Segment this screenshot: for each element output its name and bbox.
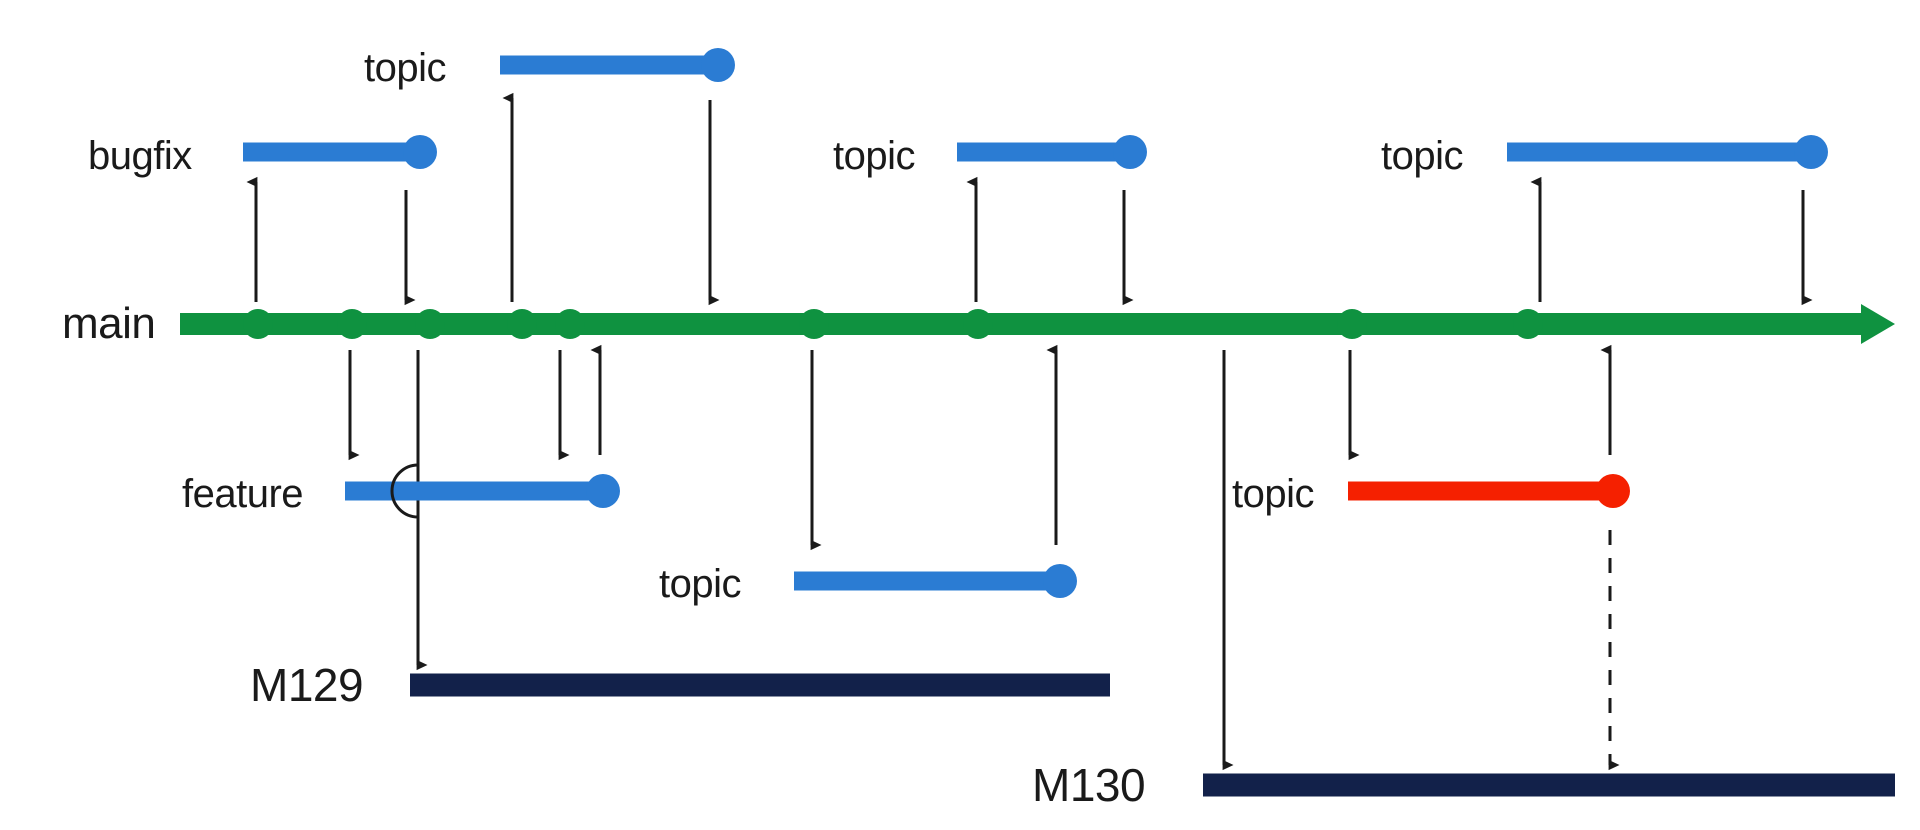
main-commit-dot — [963, 309, 993, 339]
branch-topic-red-reverted — [1348, 474, 1630, 508]
branch-bar-topic-right-upper — [1507, 142, 1811, 162]
main-branch-layer — [180, 304, 1895, 344]
branch-tip-topic-red-reverted — [1596, 474, 1630, 508]
hop-layer — [390, 463, 419, 519]
milestone-label-M130: M130 — [1032, 759, 1146, 811]
branch-bar-topic-top — [500, 55, 718, 75]
branch-bugfix — [243, 135, 437, 169]
milestone-bar-M129 — [410, 673, 1110, 697]
main-branch-line — [180, 313, 1861, 335]
branch-tip-topic-right-upper — [1794, 135, 1828, 169]
main-branch-arrowhead — [1861, 304, 1895, 344]
branch-tip-topic-mid-upper — [1113, 135, 1147, 169]
branch-feature — [345, 474, 620, 508]
branch-topic-mid-lower — [794, 564, 1077, 598]
branch-tip-feature — [586, 474, 620, 508]
branch-bar-feature — [345, 481, 603, 501]
branch-label-topic-right-upper: topic — [1381, 134, 1464, 178]
branch-tip-topic-mid-lower — [1043, 564, 1077, 598]
branch-bar-topic-mid-lower — [794, 571, 1060, 591]
main-commit-dot — [1513, 309, 1543, 339]
branch-label-feature: feature — [182, 472, 304, 516]
main-commit-dot — [243, 309, 273, 339]
branch-label-topic-top: topic — [364, 46, 447, 90]
branch-bar-bugfix — [243, 142, 420, 162]
branch-topic-mid-upper — [957, 135, 1147, 169]
milestone-layer — [410, 673, 1895, 797]
branch-bar-topic-mid-upper — [957, 142, 1130, 162]
branch-layer — [243, 48, 1828, 598]
branch-bar-topic-red-reverted — [1348, 481, 1613, 501]
main-commit-dot — [415, 309, 445, 339]
branch-tip-bugfix — [403, 135, 437, 169]
branch-label-topic-red-reverted: topic — [1232, 472, 1315, 516]
branch-label-topic-mid-upper: topic — [833, 134, 916, 178]
main-commit-dot — [555, 309, 585, 339]
arrow-layer — [246, 92, 1813, 771]
milestone-bar-M130 — [1203, 773, 1895, 797]
line-hop-hop1 — [390, 463, 419, 519]
branch-topic-top — [500, 48, 735, 82]
branch-tip-topic-top — [701, 48, 735, 82]
main-branch — [180, 304, 1895, 344]
main-commit-dot — [1337, 309, 1367, 339]
branch-topic-right-upper — [1507, 135, 1828, 169]
main-commit-dot — [337, 309, 367, 339]
main-branch-label: main — [62, 299, 156, 348]
milestone-label-M129: M129 — [250, 659, 364, 711]
branch-label-bugfix: bugfix — [88, 134, 192, 178]
main-commit-dot — [799, 309, 829, 339]
branch-label-topic-mid-lower: topic — [659, 562, 742, 606]
main-commit-dot — [507, 309, 537, 339]
